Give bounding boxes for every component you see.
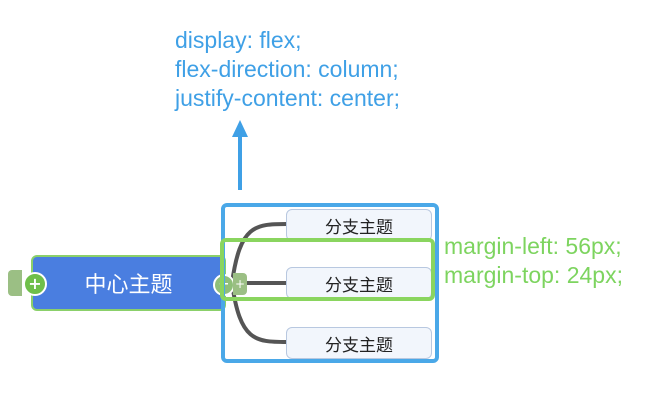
item-css-annotation: margin-left: 56px; margin-top: 24px; bbox=[444, 232, 623, 290]
branch-topic[interactable]: 分支主题 bbox=[286, 209, 432, 241]
annotation-line: margin-left: 56px; bbox=[444, 233, 622, 259]
plus-icon[interactable]: + bbox=[233, 273, 247, 295]
center-topic[interactable]: 中心主题 bbox=[31, 255, 226, 311]
annotation-line: margin-top: 24px; bbox=[444, 262, 623, 288]
annotation-line: flex-direction: column; bbox=[175, 56, 399, 82]
branch-topic-label: 分支主题 bbox=[325, 335, 393, 356]
connector-top bbox=[230, 222, 288, 284]
margin-highlight-outline bbox=[220, 238, 435, 301]
branch-topic[interactable]: 分支主题 bbox=[286, 327, 432, 359]
left-handle[interactable] bbox=[8, 270, 22, 296]
branch-topic-label: 分支主题 bbox=[325, 275, 393, 296]
center-topic-label: 中心主题 bbox=[84, 273, 173, 298]
plus-icon[interactable]: + bbox=[23, 272, 47, 296]
annotation-line: display: flex; bbox=[175, 27, 302, 53]
branch-topic-label: 分支主题 bbox=[325, 217, 393, 238]
branch-topic[interactable]: 分支主题 bbox=[286, 267, 432, 299]
container-css-annotation: display: flex; flex-direction: column; j… bbox=[175, 26, 400, 113]
annotation-line: justify-content: center; bbox=[175, 85, 400, 111]
